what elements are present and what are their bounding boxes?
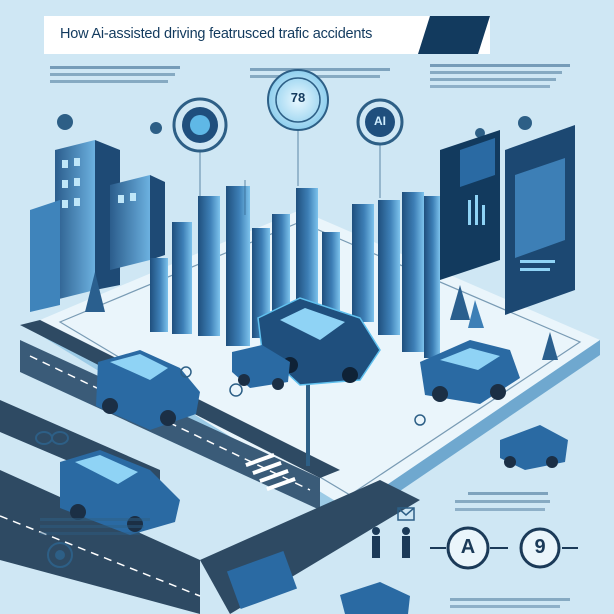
pedestrian-icon <box>372 527 410 558</box>
sign-a-icon <box>430 526 508 570</box>
connector-lines <box>199 130 381 215</box>
speedometer-badge <box>267 69 329 131</box>
bar-chart-icon <box>150 186 440 358</box>
car-icon <box>420 340 520 404</box>
ai-badge-label: AI <box>374 114 386 128</box>
header-banner <box>44 16 490 54</box>
sign-9-label: 9 <box>534 536 546 558</box>
sign-9-icon <box>519 527 578 569</box>
page-title: How Ai-assisted driving featrusced trafi… <box>60 26 373 42</box>
speedometer-value: 78 <box>290 90 306 105</box>
crosswalk <box>245 452 296 492</box>
lightbulb-icon <box>150 122 485 138</box>
car-icon <box>500 425 568 470</box>
sign-a-label: A <box>460 536 476 558</box>
city-buildings <box>30 140 165 312</box>
sensor-markers <box>180 366 426 426</box>
car-icon <box>96 350 200 430</box>
bottom-text-lines <box>40 492 570 608</box>
car-icon <box>232 345 290 390</box>
dashboard-panel-icon <box>440 125 575 315</box>
truck-icon <box>226 550 298 610</box>
message-icon <box>397 507 415 521</box>
gauge-icon <box>172 97 228 153</box>
tree-icon <box>85 272 558 360</box>
infinity-icon <box>35 431 69 445</box>
car-icon <box>340 582 410 614</box>
map-icon <box>47 542 73 568</box>
